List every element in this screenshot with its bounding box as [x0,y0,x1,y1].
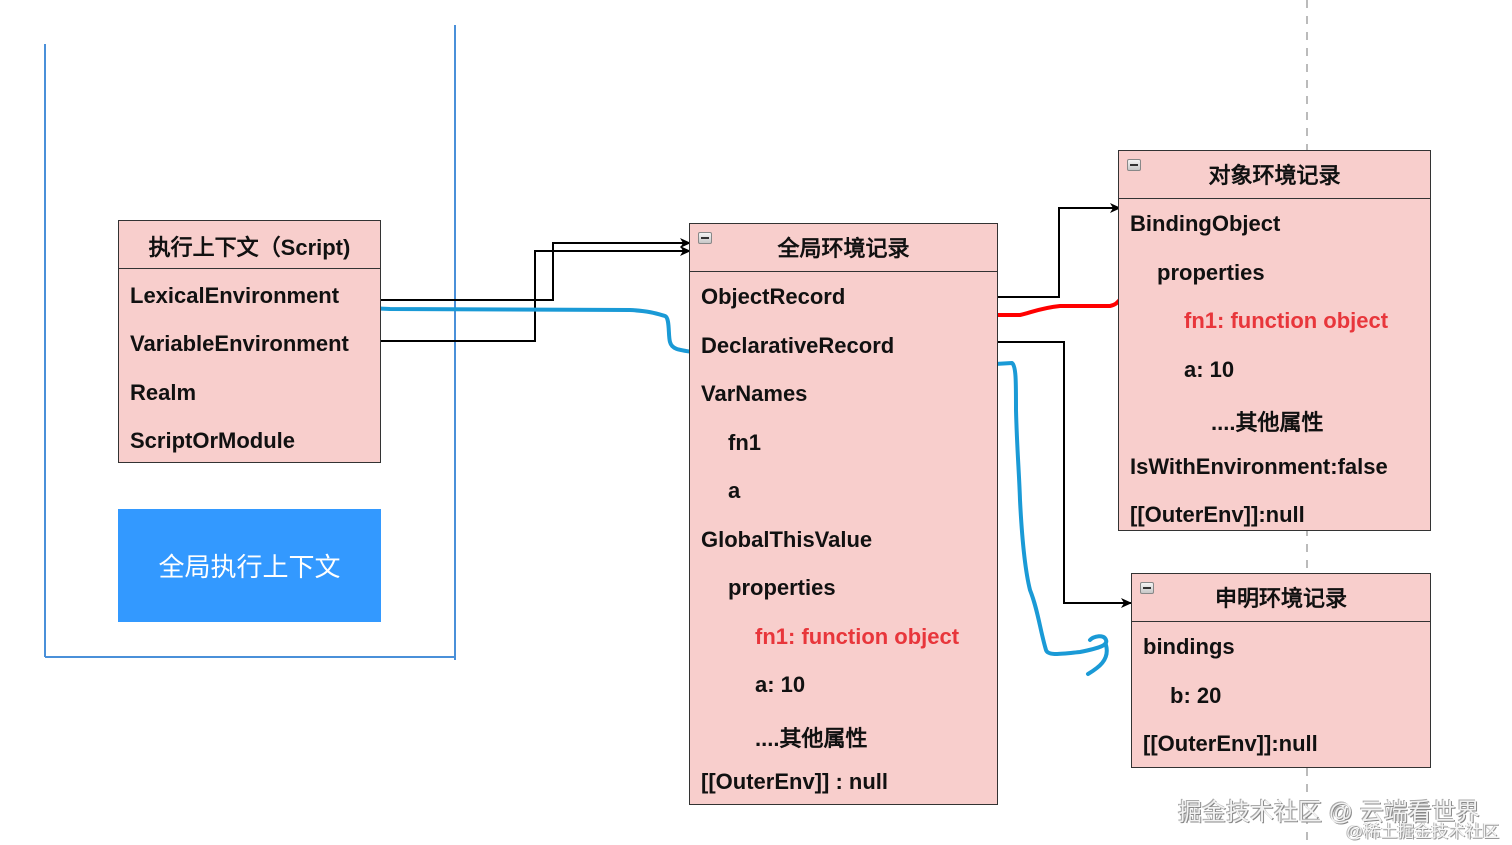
object-env-record-row: IsWithEnvironment:false [1130,453,1388,479]
connector-variable-to-global [381,246,691,342]
declarative-env-record-row: bindings [1143,634,1235,659]
field-realm: Realm [130,380,197,405]
collapse-icon[interactable] [1140,582,1154,594]
execution-context-title: 执行上下文（Script) [119,221,380,269]
watermark-main: 掘金技术社区 @ 云端看世界 [1178,799,1480,826]
global-env-record-row: [[OuterEnv]] : null [701,769,888,794]
field-lexical-environment: LexicalEnvironment [130,283,340,308]
global-execution-context-label: 全局执行上下文 [118,509,381,622]
connector-lexical-to-global [381,238,691,301]
field-variable-environment: VariableEnvironment [130,331,349,356]
global-env-record-row: properties [728,575,836,600]
declarative-env-record-header: 申明环境记录 [1132,574,1430,622]
global-env-record-row: ....其他属性 [755,725,868,751]
declarative-env-record-row: [[OuterEnv]]:null [1143,731,1318,756]
global-env-record-row: ObjectRecord [701,284,846,309]
field-script-or-module: ScriptOrModule [130,428,296,453]
global-env-record-row: a [728,478,741,503]
global-env-record-row: VarNames [701,381,808,406]
execution-context-box: 执行上下文（Script) LexicalEnvironment Variabl… [118,220,381,463]
declarative-env-record-title: 申明环境记录 [1214,586,1347,611]
collapse-icon[interactable] [1127,159,1141,171]
global-env-record-row: fn1 [728,429,761,455]
object-env-record-header: 对象环境记录 [1119,151,1430,199]
connector-object-record [997,203,1121,298]
object-env-record-row: fn1: function object [1184,308,1389,333]
object-env-record-row: a: 10 [1184,356,1235,382]
object-env-record-row: ....其他属性 [1211,410,1324,435]
object-env-record-row: properties [1157,259,1265,285]
watermark-sub: @稀土掘金技术社区 [1346,822,1500,841]
global-env-record-row: a: 10 [755,672,806,697]
declarative-env-record-box: 申明环境记录 bindings b: 20 [[OuterEnv]]:null [1131,573,1431,768]
object-env-record-title: 对象环境记录 [1208,163,1341,188]
global-env-record-title: 全局环境记录 [777,236,910,261]
declarative-env-record-row: b: 20 [1170,682,1222,708]
connector-declarative-record [997,341,1132,608]
global-env-record-row: GlobalThisValue [701,526,873,552]
global-env-record-row: fn1: function object [755,623,960,649]
object-env-record-row: BindingObject [1130,211,1281,236]
object-env-record-box: 对象环境记录 BindingObject properties fn1: funct… [1118,150,1431,531]
object-env-record-row: [[OuterEnv]]:null [1130,502,1305,527]
global-env-record-header: 全局环境记录 [690,224,997,272]
global-env-record-row: DeclarativeRecord [701,332,895,358]
collapse-icon[interactable] [698,232,712,244]
